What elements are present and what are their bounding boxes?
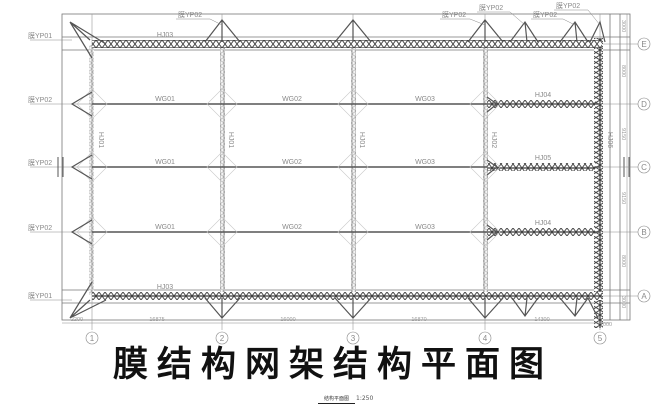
node-diamonds [76,88,501,248]
svg-text:16000: 16000 [280,317,295,323]
drawing-subtitle: 结构平面图 [318,395,356,404]
label-hj01-col3: HJ01 [358,132,365,148]
label-wg03-d: WG03 [415,96,435,103]
member-labels: HJ03 HJ03 WG01 WG02 WG03 HJ04 WG01 WG02 … [97,32,613,291]
svg-text:14300: 14300 [534,317,549,323]
label-yp02-top-col4: 膜YP02 [442,10,466,19]
vertical-trusses [89,45,488,295]
label-wg01-d: WG01 [155,96,175,103]
label-yp02-top-col45: 膜YP02 [533,10,557,19]
axis-a: A [641,292,647,301]
label-hj06-col5: HJ06 [606,132,613,148]
label-wg01-c: WG01 [155,159,175,166]
label-yp01-top: 膜YP01 [28,31,52,40]
label-hj03-top: HJ03 [157,32,173,39]
row-axis-markers: E D C B A [603,37,651,303]
label-wg02-b: WG02 [282,224,302,231]
label-yp02-top-col2: 膜YP02 [178,10,202,19]
label-hj02-col4: HJ02 [490,132,497,148]
axis-3: 3 [351,334,356,343]
drawing-scale: 1:250 [356,395,374,402]
label-hj05-c: HJ05 [535,155,551,162]
label-hj01-col1: HJ01 [97,132,104,148]
svg-text:8000: 8000 [620,255,626,267]
axis-d: D [641,100,647,109]
svg-text:3000: 3000 [620,20,626,32]
support-labels: 膜YP01 膜YP02 膜YP02 膜YP02 膜YP01 膜YP02 膜YP0… [28,1,601,300]
label-wg03-b: WG03 [415,224,435,231]
axis-1: 1 [90,334,95,343]
drawing-title: 膜结构网架结构平面图 [112,345,553,385]
truss-hj03-bottom [92,292,602,300]
label-yp02-b: 膜YP02 [28,223,52,232]
label-yp02-top-col4b: 膜YP02 [479,3,503,12]
svg-text:3000: 3000 [620,296,626,308]
svg-text:9150: 9150 [620,192,626,204]
axis-b: B [641,228,646,237]
column-grid-lines [91,14,601,330]
truss-hj06 [594,38,603,328]
column-axis-markers: 1 2 3 4 5 [85,331,607,345]
truss-hj03-top [92,40,602,48]
axis-5: 5 [598,334,603,343]
label-hj04-b: HJ04 [535,220,551,227]
svg-text:1000: 1000 [600,322,612,328]
label-yp02-d: 膜YP02 [28,95,52,104]
label-yp02-top-col5: 膜YP02 [556,1,580,10]
svg-text:2200: 2200 [71,317,83,323]
axis-c: C [641,163,647,172]
label-wg02-c: WG02 [282,159,302,166]
label-hj01-col2: HJ01 [227,132,234,148]
bay-trusses [487,100,595,236]
label-hj04-d: HJ04 [535,92,551,99]
label-wg01-b: WG01 [155,224,175,231]
label-wg03-c: WG03 [415,159,435,166]
axis-e: E [641,40,646,49]
axis-4: 4 [483,334,488,343]
svg-text:8000: 8000 [620,65,626,77]
label-yp01-bottom: 膜YP01 [28,291,52,300]
svg-text:16875: 16875 [149,317,164,323]
label-hj03-bottom: HJ03 [157,284,173,291]
bottom-dimensions: 2200 16875 16000 16870 14300 1000 [62,317,612,328]
svg-text:9150: 9150 [620,128,626,140]
axis-2: 2 [220,334,225,343]
label-wg02-d: WG02 [282,96,302,103]
structural-plan-drawing: HJ03 HJ03 WG01 WG02 WG03 HJ04 WG01 WG02 … [28,1,651,345]
svg-text:16870: 16870 [411,317,426,323]
support-struts [69,19,606,319]
label-yp02-c: 膜YP02 [28,158,52,167]
